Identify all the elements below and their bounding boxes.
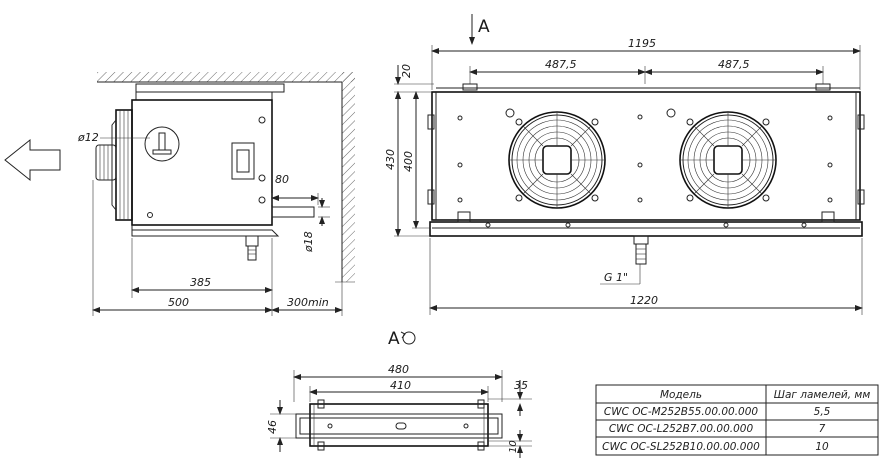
- bottom-view: A 480 410 35 46: [266, 329, 532, 458]
- dim-10: 10: [508, 440, 519, 453]
- dim-g1: G 1": [604, 271, 628, 284]
- ceiling-hatch: [97, 72, 355, 82]
- dim-phi12: ø12: [77, 131, 99, 144]
- dim-35: 35: [514, 379, 528, 392]
- drain-tray: [429, 221, 863, 237]
- detail-circle: [144, 126, 180, 162]
- dim-1220: 1220: [630, 294, 658, 307]
- dim-500: 500: [168, 296, 189, 309]
- dim-385: 385: [190, 276, 211, 289]
- dim-46: 46: [266, 420, 279, 434]
- fan-right: [679, 111, 777, 209]
- electrical-box: [231, 142, 255, 180]
- dim-410: 410: [390, 379, 411, 392]
- table-cell-pitch-3: 10: [815, 441, 829, 453]
- fan-left: [508, 111, 606, 209]
- drain-connector: [245, 235, 259, 247]
- dim-430: 430: [384, 149, 397, 170]
- table-header-fin-pitch: Шаг ламелей, мм: [774, 389, 871, 401]
- airflow-arrow: [4, 138, 61, 182]
- unit-body-front: [431, 91, 861, 221]
- table-cell-model-3: CWC OC-SL252B10.00.00.000: [602, 441, 760, 453]
- dim-487-left: 487,5: [545, 58, 577, 71]
- dim-phi18: ø18: [302, 231, 315, 253]
- side-view: ø12 80 ø18 385 500 300min: [4, 72, 355, 316]
- rotation-icon: [402, 331, 416, 345]
- front-view: A: [384, 14, 865, 315]
- view-label-a: A: [478, 17, 490, 37]
- table-cell-model-2: CWC OC-L252B7.00.00.000: [609, 423, 754, 435]
- table-cell-model-1: CWC OC-M252B55.00.00.000: [604, 406, 759, 418]
- dim-487-right: 487,5: [718, 58, 750, 71]
- dim-80: 80: [275, 173, 289, 186]
- dim-1195: 1195: [628, 37, 656, 50]
- bottom-view-body: [309, 403, 489, 447]
- unit-body-side: [131, 99, 273, 226]
- dim-300min: 300min: [287, 296, 329, 309]
- dim-20: 20: [400, 64, 413, 78]
- table-cell-pitch-1: 5,5: [814, 406, 831, 418]
- dim-480: 480: [388, 363, 409, 376]
- ceiling-bracket: [135, 83, 285, 93]
- table-cell-pitch-2: 7: [819, 423, 826, 435]
- model-table: Модель Шаг ламелей, мм CWC OC-M252B55.00…: [595, 384, 879, 456]
- side-pipe: [271, 206, 315, 218]
- dim-400: 400: [402, 151, 415, 172]
- view-label-a-rotated: A: [388, 329, 400, 349]
- wall-hatch: [342, 72, 355, 282]
- fan-motor: [95, 144, 117, 181]
- table-header-model: Модель: [660, 389, 702, 401]
